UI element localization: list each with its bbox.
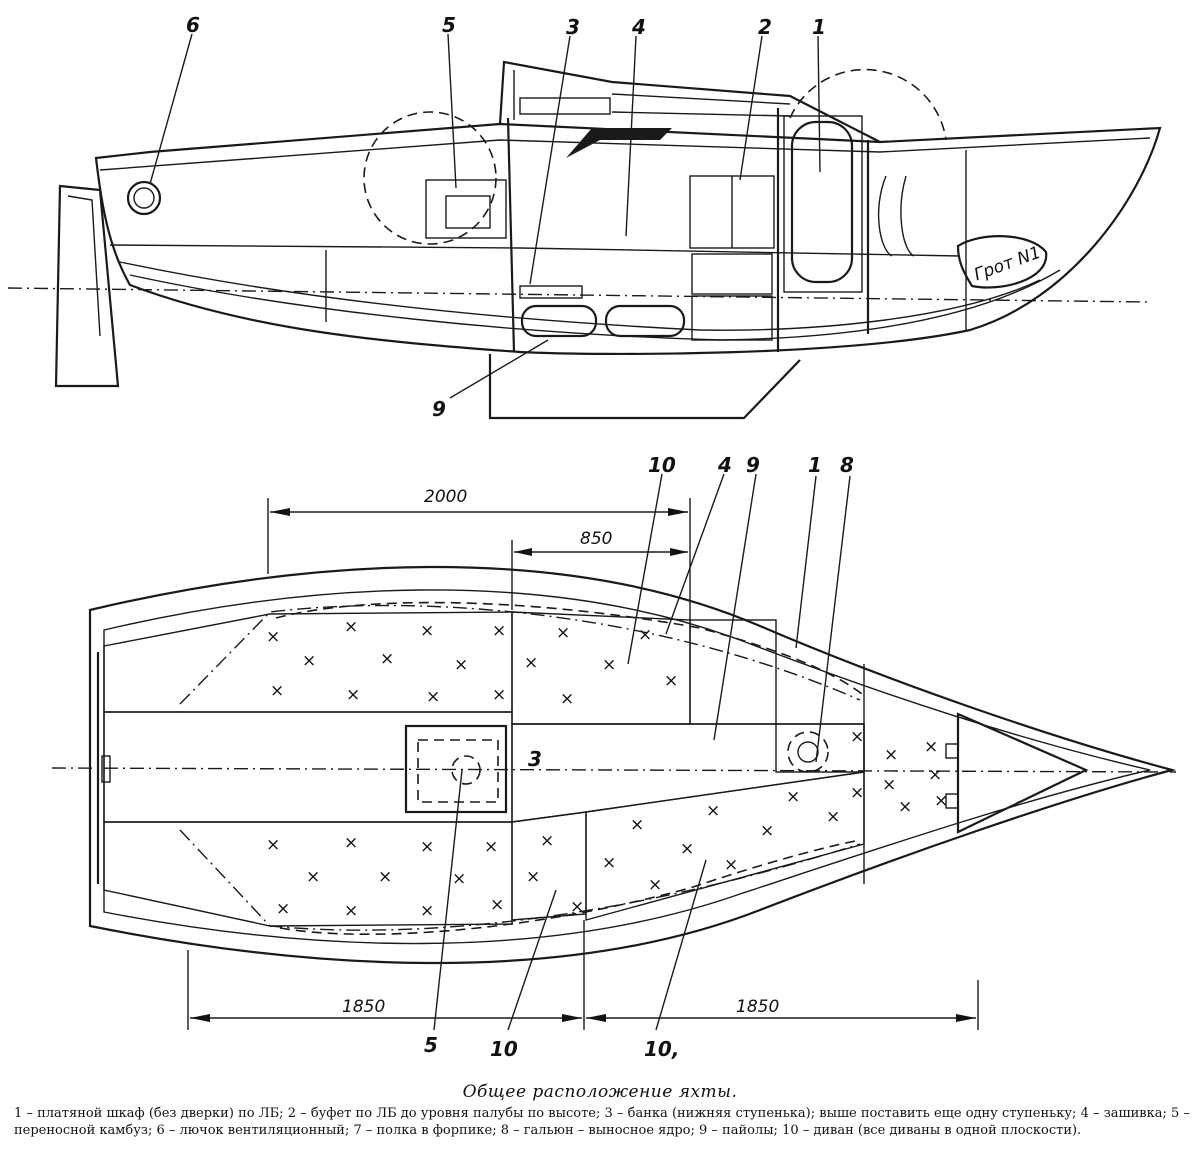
keel [488,354,801,420]
plan-callout-10-bottom: 10 [490,1037,518,1061]
step-bench [511,723,865,823]
wardrobe-side [790,120,854,284]
plan-callout-8: 8 [840,453,854,477]
svg-text:×: × [680,839,694,859]
side-callout-1: 1 [812,15,826,39]
svg-text:×: × [924,737,938,757]
portable-galley-plan [404,724,508,814]
plan-callout-3: 3 [528,747,542,771]
svg-text:×: × [344,833,358,853]
rudder [54,184,120,388]
svg-text:×: × [934,791,948,811]
kettle-icon [445,195,491,229]
svg-text:×: × [490,895,504,915]
svg-text:×: × [426,687,440,707]
head-icon [787,731,829,773]
svg-text:×: × [638,625,652,645]
dimension-2000: 2000 [424,487,467,507]
dimensions [187,498,979,1030]
plan-callout-5: 5 [424,1033,438,1057]
dimension-1850-aft: 1850 [342,997,385,1017]
hull-side [94,122,1162,356]
svg-text:×: × [306,867,320,887]
svg-text:×: × [344,901,358,921]
upholstery-marks: × × × × × × × × × × × × × × × × × × × × × × × × × × × × × × ×… [266,617,948,921]
svg-text:×: × [826,807,840,827]
hull-plan [88,565,1177,965]
svg-text:×: × [524,653,538,673]
side-callout-6: 6 [186,13,200,37]
svg-text:×: × [380,649,394,669]
svg-text:×: × [724,855,738,875]
svg-text:×: × [850,727,864,747]
side-callout-5: 5 [442,13,456,37]
svg-text:×: × [452,869,466,889]
svg-text:×: × [420,837,434,857]
svg-text:×: × [454,655,468,675]
side-callout-3: 3 [566,15,580,39]
sail-bag [956,235,1048,289]
svg-text:×: × [540,831,554,851]
forepeak-shelf [956,712,1089,834]
svg-text:×: × [760,821,774,841]
svg-text:×: × [266,835,280,855]
side-callout-2: 2 [758,15,772,39]
cabin-trunk [498,60,881,143]
svg-text:×: × [420,901,434,921]
plan-callout-10-top: 10 [648,453,676,477]
plan-callout-1: 1 [808,453,822,477]
svg-text:×: × [492,685,506,705]
svg-text:×: × [602,655,616,675]
side-elevation: Грот N1 [7,33,1162,420]
plan-callout-9: 9 [746,453,760,477]
plan-callout-4: 4 [717,453,732,477]
svg-text:×: × [556,623,570,643]
svg-text:×: × [850,783,864,803]
plan-callout-10-fwd: 10, [644,1037,679,1061]
sail-bag-label: Грот N1 [971,243,1043,286]
floor-pad [520,304,598,338]
side-callout-9: 9 [432,397,446,421]
floor-pad [604,304,686,338]
svg-text:×: × [928,765,942,785]
portlight-icon [566,128,672,158]
svg-text:×: × [420,621,434,641]
figure-legend: 1 – платяной шкаф (без дверки) по ЛБ; 2 … [14,1106,1190,1138]
svg-text:×: × [882,775,896,795]
transom-fitting [101,755,111,783]
svg-text:×: × [898,797,912,817]
svg-text:×: × [346,685,360,705]
svg-text:×: × [884,745,898,765]
svg-text:×: × [664,671,678,691]
svg-text:×: × [706,801,720,821]
dimension-1850-fwd: 1850 [736,997,779,1017]
svg-text:×: × [484,837,498,857]
vent-hatch-icon [126,180,162,216]
svg-text:×: × [526,867,540,887]
svg-text:×: × [492,621,506,641]
svg-text:×: × [270,681,284,701]
svg-text:×: × [560,689,574,709]
plan-view [51,565,1177,965]
dimension-850: 850 [580,529,612,549]
plan-leaders [433,473,851,1031]
side-callout-4: 4 [631,15,646,39]
svg-text:×: × [266,627,280,647]
svg-text:×: × [570,897,584,917]
figure-caption: Общее расположение яхты. [462,1082,738,1102]
svg-text:×: × [276,899,290,919]
svg-text:×: × [378,867,392,887]
svg-text:×: × [786,787,800,807]
svg-text:×: × [648,875,662,895]
svg-text:×: × [630,815,644,835]
svg-text:×: × [602,853,616,873]
svg-text:×: × [302,651,316,671]
svg-text:×: × [344,617,358,637]
yacht-arrangement-drawing: Грот N1 6 5 3 4 2 1 9 [7,13,1177,1061]
